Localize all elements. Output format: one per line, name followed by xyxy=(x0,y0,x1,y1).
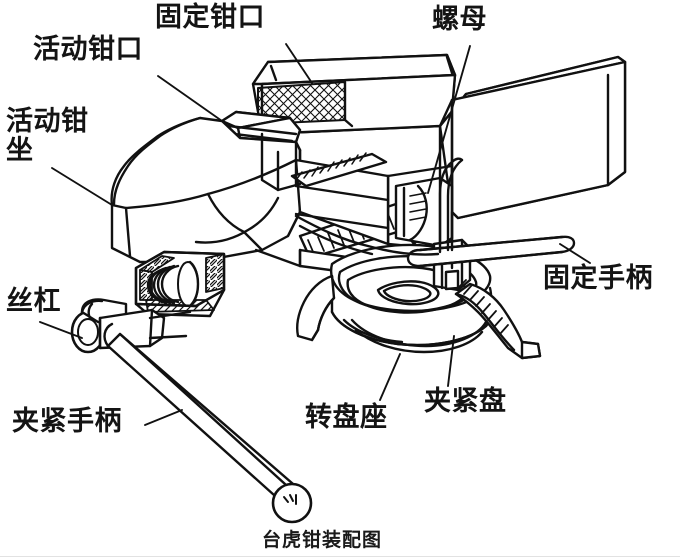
label-fixed-handle: 固定手柄 xyxy=(543,263,653,294)
base-foot-left xyxy=(296,274,336,342)
lead-screw-chamber xyxy=(134,250,226,318)
label-movable-jaw-seat: 活动钳坐 xyxy=(6,106,89,166)
leader-turntable-base xyxy=(379,353,401,401)
leader-clamping-handle xyxy=(144,409,183,426)
fixed-jaw-part xyxy=(251,53,457,136)
leader-clamping-disc xyxy=(447,335,455,387)
clamping-handle-part xyxy=(103,322,313,524)
leader-fixed-handle xyxy=(559,243,591,264)
label-fixed-jaw: 固定钳口 xyxy=(155,2,265,33)
figure-caption: 台虎钳装配图 xyxy=(262,529,383,551)
leader-movable-jaw-seat xyxy=(51,167,113,206)
vise-body-block xyxy=(438,55,627,220)
screw-thread-coils xyxy=(146,260,200,308)
leader-nut xyxy=(427,45,471,194)
fixed-handle-part xyxy=(406,157,576,268)
vise-geometry xyxy=(70,53,627,524)
base-foot-right xyxy=(454,279,542,360)
label-clamping-disc: 夹紧盘 xyxy=(424,386,507,417)
label-movable-jaw: 活动钳口 xyxy=(33,34,143,65)
label-turntable-base: 转盘座 xyxy=(305,402,388,433)
leader-movable-jaw xyxy=(157,75,223,122)
leader-fixed-jaw xyxy=(285,43,313,84)
jaw-step-edges xyxy=(260,132,302,192)
label-lead-screw: 丝杠 xyxy=(6,286,61,317)
label-nut: 螺母 xyxy=(432,4,487,35)
movable-jaw-seat-part xyxy=(110,116,302,264)
label-clamping-handle: 夹紧手柄 xyxy=(12,406,122,437)
guide-rail xyxy=(290,152,390,246)
leader-lead-screw xyxy=(39,321,83,339)
label-leader-lines xyxy=(39,43,591,426)
body-under-slide xyxy=(254,214,440,268)
